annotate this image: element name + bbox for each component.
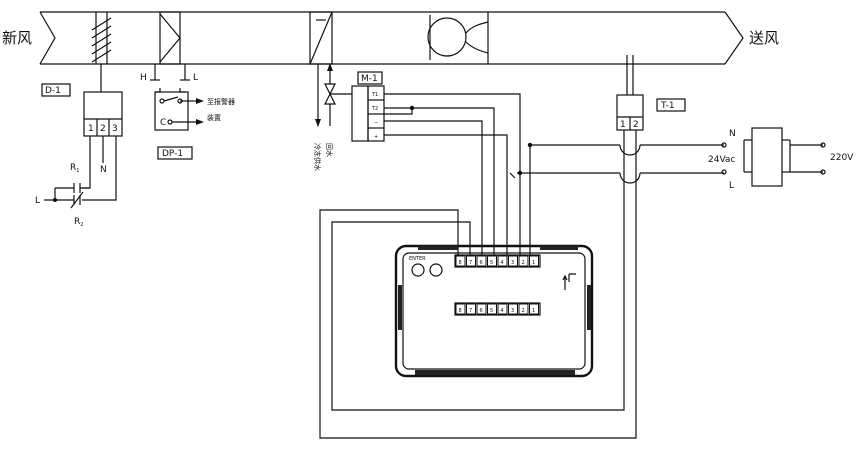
relay-l-label: L [35, 196, 40, 206]
valve-actuator-m1: T1 T2 − + [351, 85, 385, 142]
r2-label: R2 [74, 217, 83, 228]
terminal-box [508, 255, 518, 267]
control-wiring [319, 93, 724, 439]
return-water-label: 回水 [325, 143, 334, 157]
terminal-number: 6 [480, 260, 483, 266]
d1-terminal-1: 1 [88, 124, 94, 134]
m1-terminal-t2: T2 [371, 106, 378, 112]
r1-label: R1 [70, 163, 79, 174]
terminal-number: 8 [459, 260, 462, 266]
enter-label: ENTER [409, 256, 426, 262]
transformer-24vac [743, 127, 826, 187]
terminal-number: 3 [511, 308, 514, 314]
dp1-c-label: C [160, 118, 166, 128]
terminal-box [497, 255, 508, 267]
cooling-coil [309, 11, 333, 65]
terminal-box [529, 303, 539, 315]
terminal-number: 4 [501, 260, 504, 266]
alarm-label-line1: 至报警器 [207, 97, 235, 106]
d1-terminal-2: 2 [100, 124, 106, 134]
chilled-water-piping [315, 63, 333, 127]
terminal-box [455, 303, 466, 315]
tr-24vac-label: 24Vac [708, 155, 735, 165]
terminal-number: 7 [469, 260, 472, 266]
supply-air-label: 送风 [749, 29, 779, 47]
terminal-box [529, 255, 539, 267]
tr-220v-label: 220V [830, 153, 854, 163]
terminal-box [466, 303, 476, 315]
m1-tag [357, 71, 383, 85]
terminal-box [497, 303, 508, 315]
terminal-number: 6 [480, 308, 483, 314]
terminal-box [476, 255, 487, 267]
terminal-box [518, 255, 529, 267]
dp1-tag-label: DP-1 [162, 149, 183, 159]
terminal-number: 3 [511, 260, 514, 266]
terminal-number: 2 [522, 308, 525, 314]
terminal-number: 8 [459, 308, 462, 314]
terminal-box [487, 255, 497, 267]
relay-n-label: N [100, 165, 107, 175]
terminal-box [455, 255, 466, 267]
tr-l-terminal [721, 169, 727, 175]
m1-terminal-minus: − [374, 120, 378, 126]
terminal-box [476, 303, 487, 315]
chilled-supply-label: 冷冻供水 [313, 143, 322, 171]
terminal-box [518, 303, 529, 315]
d1-tag [41, 83, 71, 97]
alarm-label-line2: 装置 [207, 113, 221, 122]
tr-l-label: L [729, 181, 734, 191]
dp1-tag [157, 146, 193, 160]
terminal-box [466, 255, 476, 267]
terminal-number: 7 [469, 308, 472, 314]
temperature-sensor-t1: 1 2 [616, 55, 644, 131]
controller-top-terminals: 8 7 6 5 4 3 2 1 [455, 255, 539, 267]
dp1-h-label: H [140, 73, 147, 83]
differential-pressure-switch-dp1 [150, 64, 204, 131]
d1-terminal-3: 3 [112, 124, 118, 134]
air-filter [91, 12, 112, 64]
terminal-number: 1 [532, 260, 535, 266]
chilled-water-valve [324, 83, 352, 105]
supply-fan [427, 15, 489, 60]
air-damper [159, 11, 181, 65]
tr-n-label: N [729, 129, 736, 139]
controller-bottom-terminals: 8 7 6 5 4 3 2 1 [455, 303, 539, 315]
t1-pin-2: 2 [633, 120, 639, 130]
d1-tag-label: D-1 [45, 86, 61, 96]
ddc-controller: ENTER [394, 244, 594, 378]
terminal-number: 1 [532, 308, 535, 314]
terminal-number: 5 [490, 260, 493, 266]
t1-tag-label: T-1 [660, 101, 675, 111]
terminal-number: 2 [522, 260, 525, 266]
terminal-number: 4 [501, 308, 504, 314]
terminal-number: 5 [490, 308, 493, 314]
m1-tag-label: M-1 [361, 74, 378, 84]
air-duct [39, 11, 744, 65]
relay-circuit [44, 136, 117, 209]
m1-terminal-plus: + [374, 134, 378, 140]
m1-terminal-t1: T1 [371, 92, 378, 98]
freeze-stat-d1: 1 2 3 [83, 64, 123, 137]
fresh-air-label: 新风 [2, 29, 32, 47]
terminal-box [508, 303, 518, 315]
terminal-box [487, 303, 497, 315]
t1-pin-1: 1 [620, 120, 626, 130]
t1-tag [656, 98, 686, 112]
dp1-l-label: L [193, 73, 198, 83]
